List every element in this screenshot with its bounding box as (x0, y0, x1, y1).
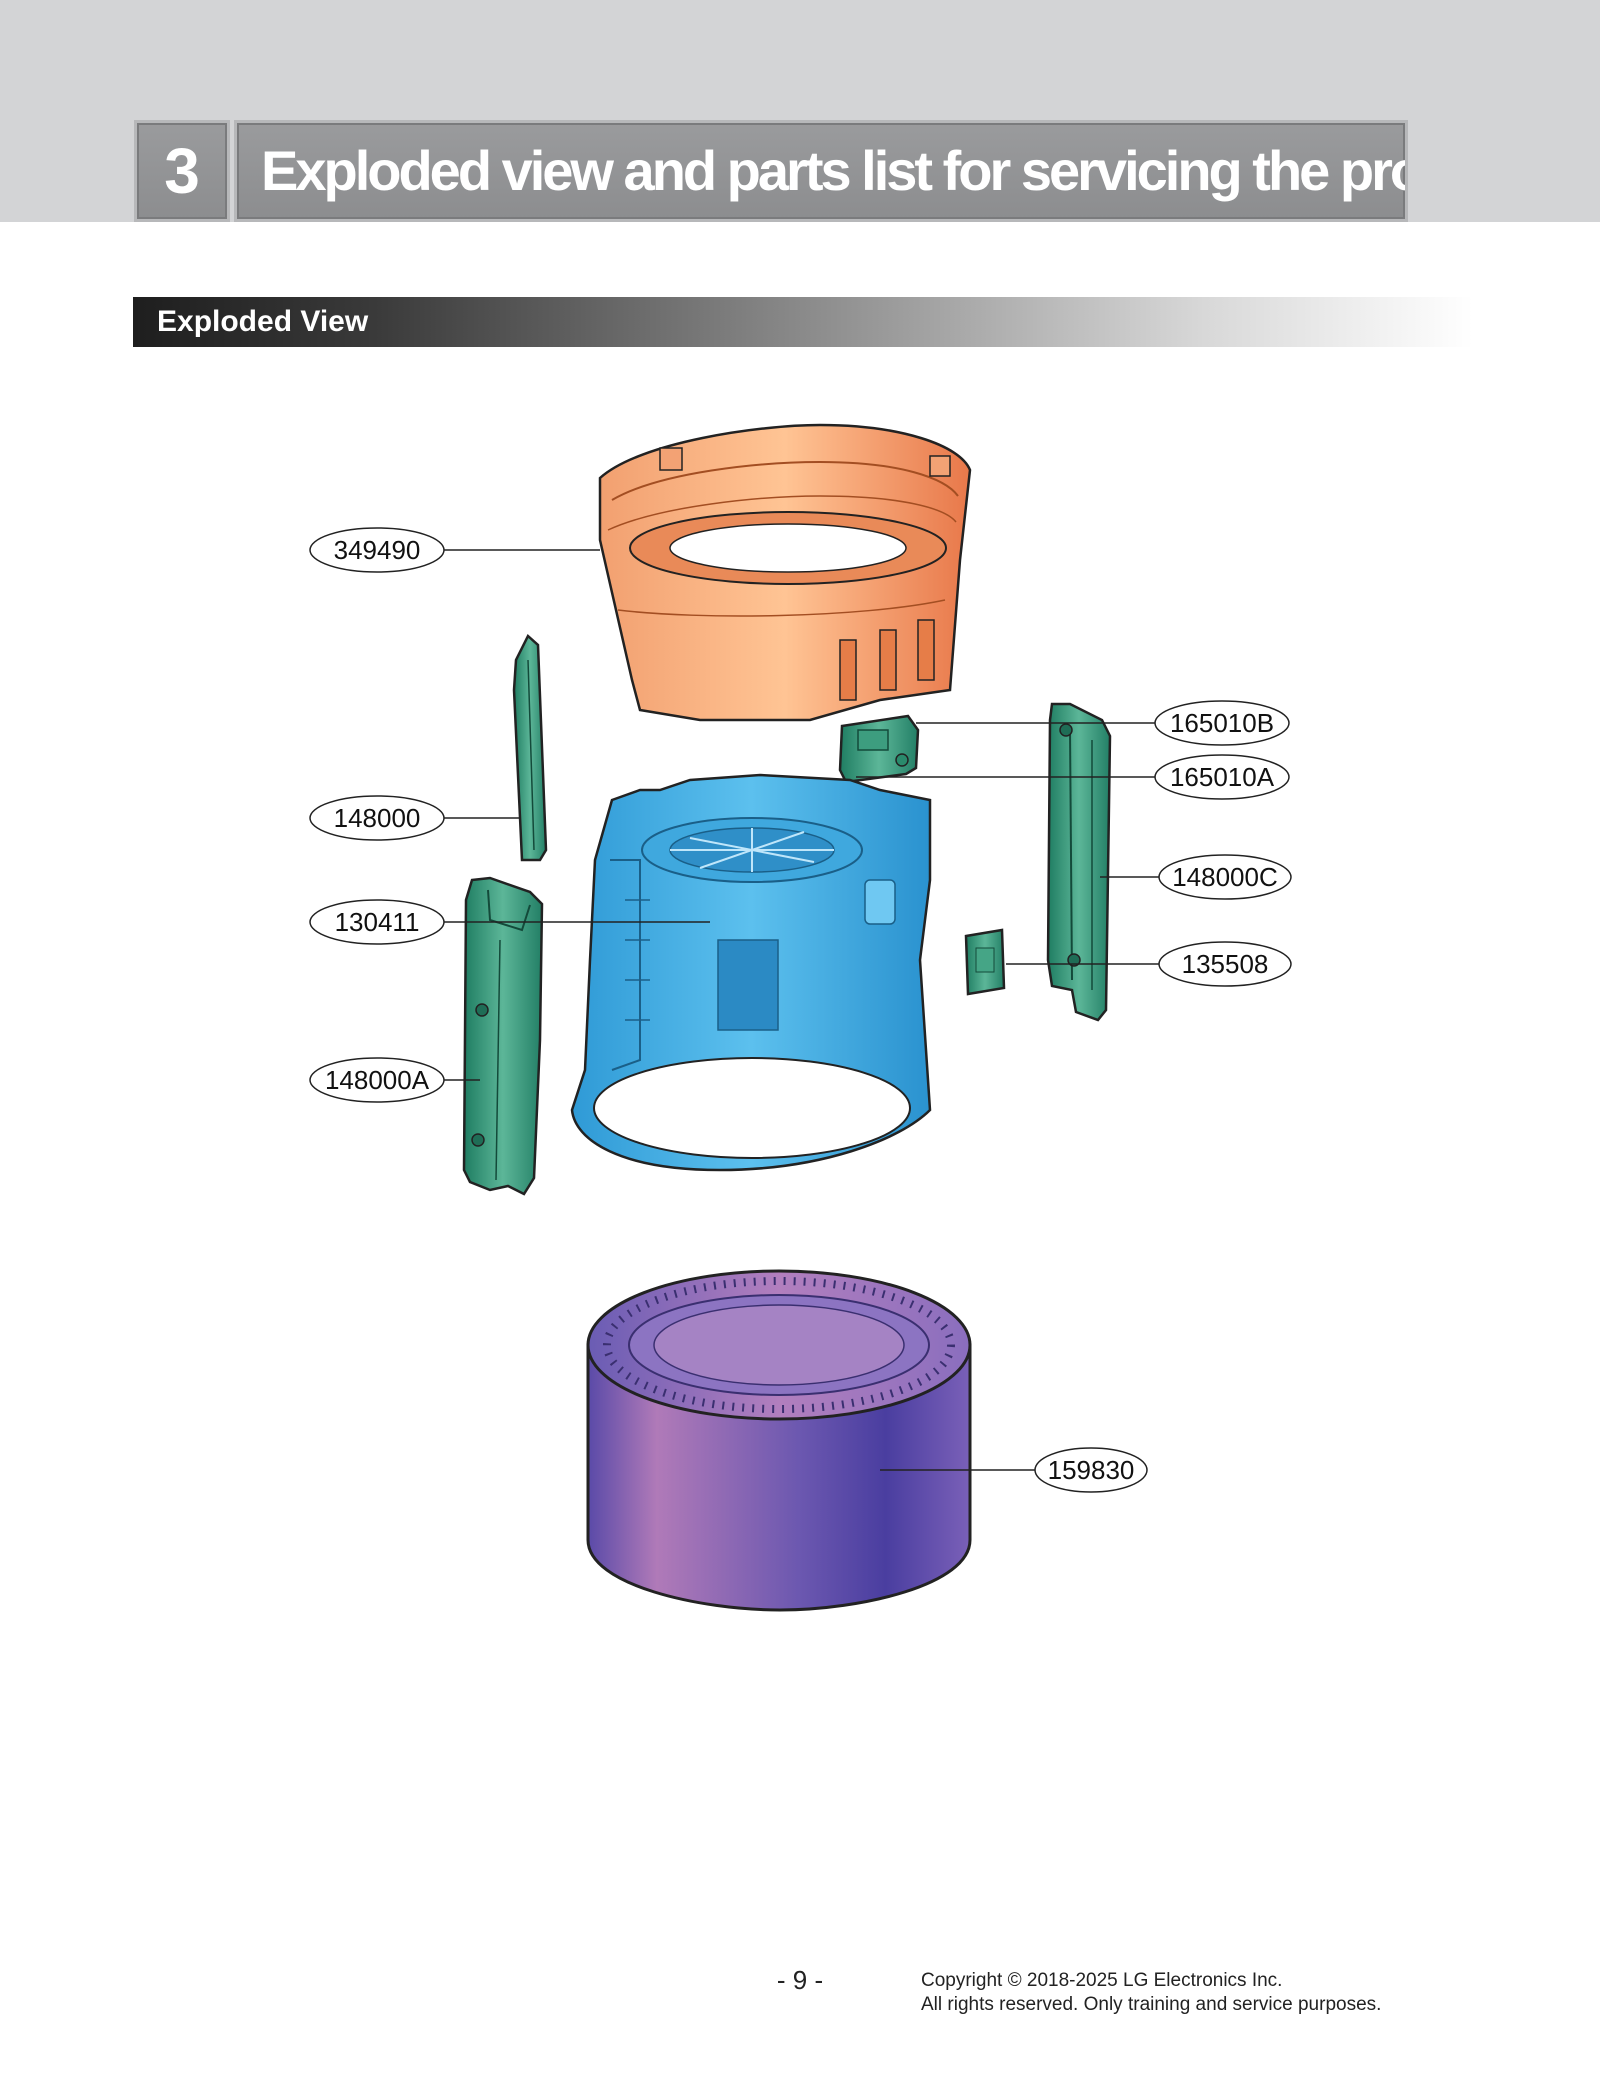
part-frame (570, 773, 932, 1172)
subheader-title: Exploded View (157, 305, 369, 338)
callout-349490: 349490 (309, 527, 445, 573)
part-left-panel (462, 876, 544, 1196)
leader-lines (444, 549, 1160, 1471)
section-number: 3 (134, 120, 230, 222)
callout-135508: 135508 (1158, 941, 1292, 987)
part-right-panel (1046, 702, 1112, 1022)
part-top-cover (598, 423, 972, 722)
callout-label: 165010B (1170, 708, 1274, 738)
callout-label: 349490 (334, 535, 421, 565)
callout-label: 135508 (1182, 949, 1269, 979)
copyright-line2: All rights reserved. Only training and s… (921, 1994, 1382, 2015)
part-left-rail (512, 633, 548, 862)
callout-label: 165010A (1170, 762, 1275, 792)
callout-label: 159830 (1048, 1455, 1135, 1485)
callout-label: 148000 (334, 803, 421, 833)
callout-130411: 130411 (309, 899, 445, 945)
callout-label: 130411 (335, 907, 420, 937)
callout-148000: 148000 (309, 795, 445, 841)
callout-165010A: 165010A (1154, 754, 1290, 800)
page-number: - 9 - (776, 1965, 824, 1995)
section-title: Exploded view and parts list for servici… (234, 120, 1408, 222)
callout-159830: 159830 (1034, 1447, 1148, 1493)
callout-label: 148000C (1172, 862, 1278, 892)
copyright-line1: Copyright © 2018-2025 LG Electronics Inc… (921, 1970, 1283, 1991)
part-filter-drum (586, 1269, 972, 1612)
callout-165010B: 165010B (1154, 700, 1290, 746)
callout-148000C: 148000C (1158, 854, 1292, 900)
part-small-board (964, 928, 1006, 996)
part-switch-board (838, 714, 920, 784)
subheader-bar: Exploded View (133, 297, 1473, 347)
callout-148000A: 148000A (309, 1057, 445, 1103)
callout-label: 148000A (325, 1065, 430, 1095)
copyright-notice: Copyright © 2018-2025 LG Electronics Inc… (921, 1969, 1381, 2017)
